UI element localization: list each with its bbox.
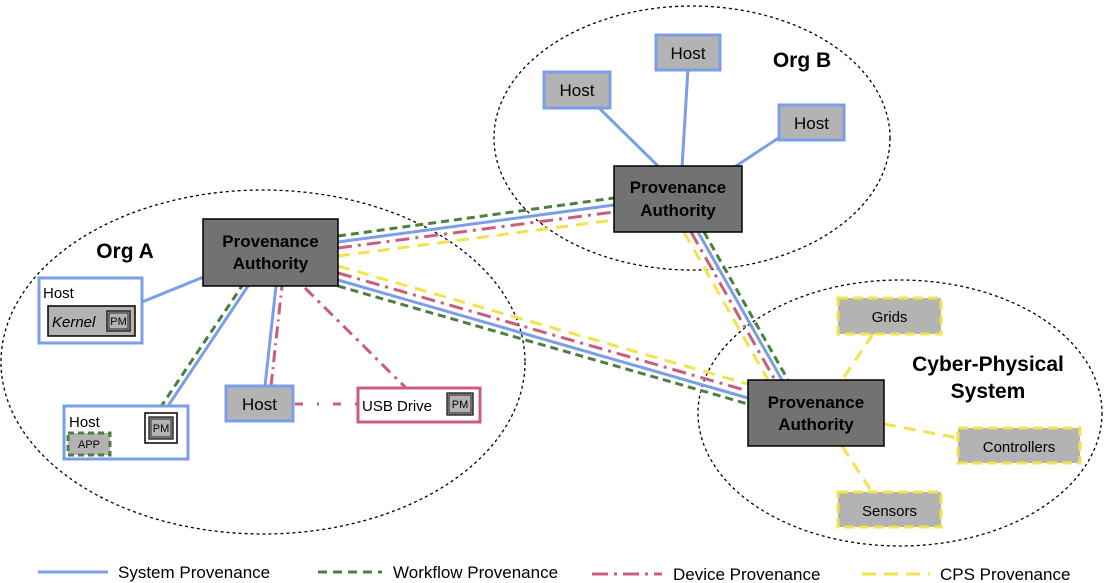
cps-boundary — [697, 279, 1103, 547]
legend-cps-label: CPS Provenance — [940, 565, 1070, 583]
usb-drive[interactable]: USB Drive PM — [356, 386, 482, 424]
legend: System Provenance Workflow Provenance De… — [38, 563, 1070, 583]
pa-b-line1: Provenance — [630, 178, 726, 197]
app-host-label: Host — [69, 414, 101, 431]
org-b-label: Org B — [773, 49, 831, 72]
cps-grids[interactable]: Grids — [836, 296, 943, 336]
app-pm-label: PM — [153, 423, 170, 435]
org-b-boundary — [493, 5, 891, 271]
pa-a-line1: Provenance — [222, 232, 318, 251]
cps-label-line1: Cyber-Physical — [912, 353, 1064, 376]
org-a-plain-host[interactable]: Host — [224, 384, 295, 423]
link-pa-b-to-pa-c — [682, 231, 790, 381]
cps-internal-links — [840, 333, 959, 493]
kernel-host[interactable]: Host Kernel PM — [37, 276, 144, 345]
cps-label-line2: System — [951, 380, 1026, 403]
usb-pm-label: PM — [452, 399, 469, 411]
cps-sensors-label: Sensors — [862, 503, 917, 520]
legend-system-label: System Provenance — [118, 563, 270, 582]
cps-sensors[interactable]: Sensors — [836, 490, 943, 529]
kernel-label: Kernel — [52, 314, 96, 331]
cps-grids-label: Grids — [872, 309, 908, 326]
org-b-host-links — [595, 67, 781, 170]
link-pa-a-to-pa-b — [337, 196, 615, 258]
org-b-host-1-label: Host — [560, 81, 595, 100]
org-b-host-3-label: Host — [794, 114, 829, 133]
usb-drive-label: USB Drive — [362, 398, 432, 415]
link-pa-a-to-pa-c — [337, 264, 749, 406]
provenance-authority-cps[interactable]: Provenance Authority — [747, 379, 885, 447]
app-host[interactable]: Host APP PM — [62, 404, 190, 461]
pa-cps-line2: Authority — [778, 415, 854, 434]
org-b-host-3[interactable]: Host — [777, 103, 846, 142]
pa-b-line2: Authority — [640, 201, 716, 220]
legend-device-label: Device Provenance — [673, 565, 820, 583]
kernel-host-label: Host — [43, 285, 75, 302]
org-a-label: Org A — [96, 240, 154, 263]
kernel-pm-label: PM — [110, 316, 127, 328]
legend-workflow-label: Workflow Provenance — [393, 563, 558, 582]
provenance-authority-b[interactable]: Provenance Authority — [613, 165, 743, 233]
pa-a-line2: Authority — [233, 254, 309, 273]
cps-controllers[interactable]: Controllers — [956, 426, 1082, 465]
pa-cps-line1: Provenance — [768, 393, 864, 412]
cps-controllers-label: Controllers — [983, 439, 1056, 456]
org-a-boundary — [0, 189, 526, 535]
org-b-host-2[interactable]: Host — [654, 33, 722, 72]
app-label: APP — [78, 439, 100, 451]
org-b-host-2-label: Host — [671, 44, 706, 63]
org-b-host-1[interactable]: Host — [542, 70, 612, 110]
org-a-plain-host-label: Host — [242, 395, 277, 414]
provenance-authority-a[interactable]: Provenance Authority — [202, 218, 339, 287]
